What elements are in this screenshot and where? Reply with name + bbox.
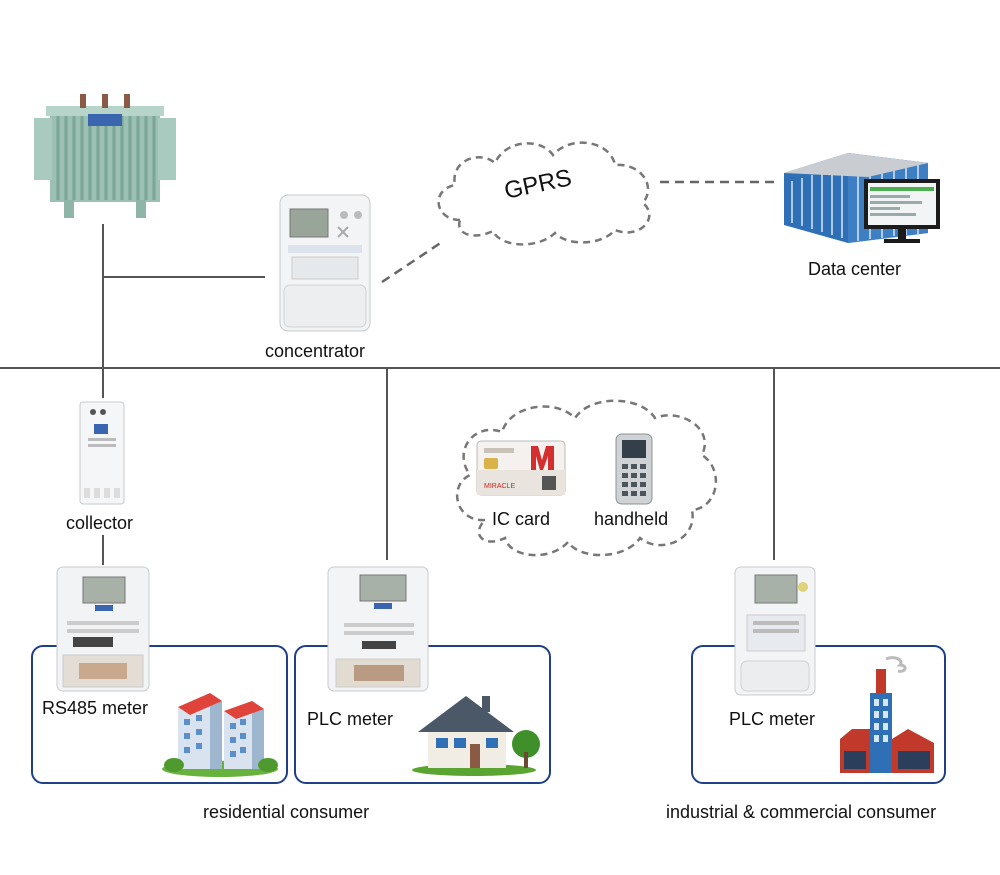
concentrator-to-gprs-dashed-line [381, 240, 443, 284]
data-center-label: Data center [808, 259, 902, 279]
plc-meter-industrial-icon [734, 566, 816, 696]
transformer-icon [34, 94, 176, 218]
ic-card-icon: MIRACLE [476, 440, 566, 496]
apartment-buildings-icon [162, 693, 278, 777]
concentrator-icon [279, 194, 371, 332]
factory-icon [840, 656, 934, 773]
data-center-building-icon [784, 153, 940, 243]
plc-meter-residential-label: PLC meter [307, 709, 394, 729]
industrial-plc-box [691, 645, 946, 784]
rs485-meter-label: RS485 meter [42, 698, 149, 718]
residential-rs485-box [31, 645, 288, 784]
gprs-cloud-icon [437, 141, 651, 246]
handheld-icon [615, 433, 653, 505]
rs485-meter-icon [56, 566, 150, 692]
ic-card-label: IC card [492, 509, 551, 529]
house-icon [412, 696, 540, 776]
industrial-consumer-label: industrial & commercial consumer [666, 802, 937, 822]
residential-consumer-label: residential consumer [203, 802, 370, 822]
collector-label: collector [66, 513, 134, 533]
handheld-label: handheld [594, 509, 669, 529]
collector-icon [79, 401, 125, 505]
plc-meter-industrial-label: PLC meter [729, 709, 816, 729]
ic-card-brand: MIRACLE [484, 483, 515, 490]
concentrator-label: concentrator [265, 341, 366, 361]
plc-meter-residential-icon [327, 566, 429, 692]
